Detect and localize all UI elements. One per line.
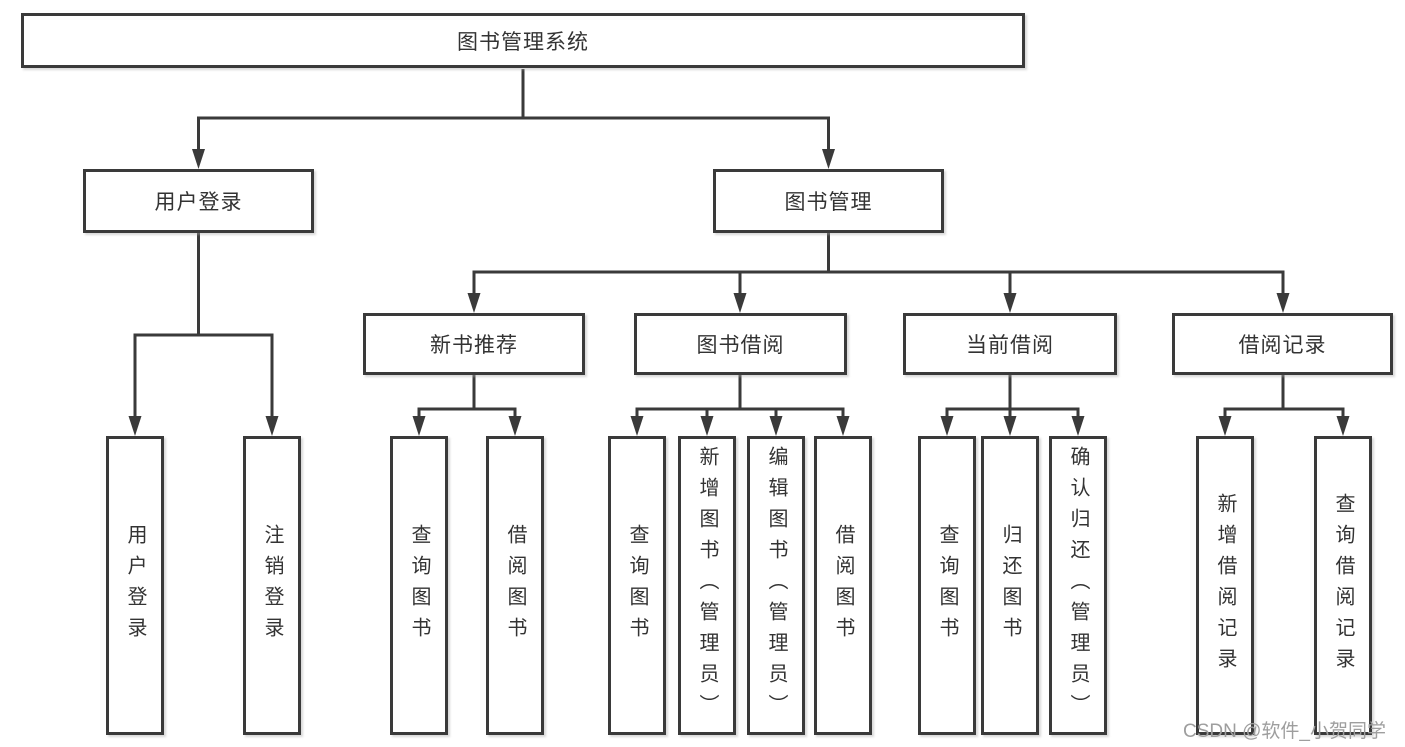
leaf-label: 查询图书 (626, 523, 648, 648)
node-label: 图书管理 (784, 191, 873, 214)
leaf-borrow-books-2: 借阅图书 (814, 436, 872, 735)
leaf-label: 新增图书（管理员） (696, 446, 718, 725)
leaf-confirm-return-admin: 确认归还（管理员） (1049, 436, 1107, 735)
leaf-label: 查询图书 (408, 523, 430, 648)
leaf-logout: 注销登录 (243, 436, 301, 735)
node-borrowing-records: 借阅记录 (1172, 313, 1393, 375)
leaf-query-books-2: 查询图书 (608, 436, 666, 735)
leaf-label: 借阅图书 (832, 523, 854, 648)
leaf-label: 注销登录 (261, 523, 283, 648)
leaf-borrow-books-1: 借阅图书 (486, 436, 544, 735)
node-book-borrowing: 图书借阅 (634, 313, 847, 375)
leaf-return-books: 归还图书 (981, 436, 1039, 735)
node-current-borrowing: 当前借阅 (903, 313, 1117, 375)
leaf-query-borrow-record: 查询借阅记录 (1314, 436, 1372, 735)
leaf-user-login: 用户登录 (106, 436, 164, 735)
leaf-edit-books-admin: 编辑图书（管理员） (747, 436, 805, 735)
node-new-book-recommend: 新书推荐 (363, 313, 585, 375)
leaf-label: 归还图书 (999, 523, 1021, 648)
node-book-management: 图书管理 (713, 169, 944, 233)
node-label: 图书借阅 (696, 334, 785, 357)
leaf-label: 新增借阅记录 (1214, 492, 1236, 679)
leaf-label: 查询借阅记录 (1332, 492, 1354, 679)
leaf-query-books-1: 查询图书 (390, 436, 448, 735)
node-label: 借阅记录 (1238, 334, 1327, 357)
node-label: 当前借阅 (966, 334, 1054, 357)
node-user-login: 用户登录 (83, 169, 314, 233)
node-library-management-system: 图书管理系统 (21, 13, 1025, 68)
leaf-label: 用户登录 (124, 523, 146, 648)
leaf-label: 编辑图书（管理员） (765, 446, 787, 725)
csdn-watermark: CSDN @软件_小贺同学 (1183, 721, 1386, 742)
leaf-query-books-3: 查询图书 (918, 436, 976, 735)
leaf-add-borrow-record: 新增借阅记录 (1196, 436, 1254, 735)
leaf-add-books-admin: 新增图书（管理员） (678, 436, 736, 735)
node-label: 图书管理系统 (457, 30, 589, 54)
leaf-label: 借阅图书 (504, 523, 526, 648)
leaf-label: 查询图书 (936, 523, 958, 648)
node-label: 新书推荐 (430, 334, 518, 357)
node-label: 用户登录 (154, 191, 243, 214)
leaf-label: 确认归还（管理员） (1067, 446, 1089, 725)
